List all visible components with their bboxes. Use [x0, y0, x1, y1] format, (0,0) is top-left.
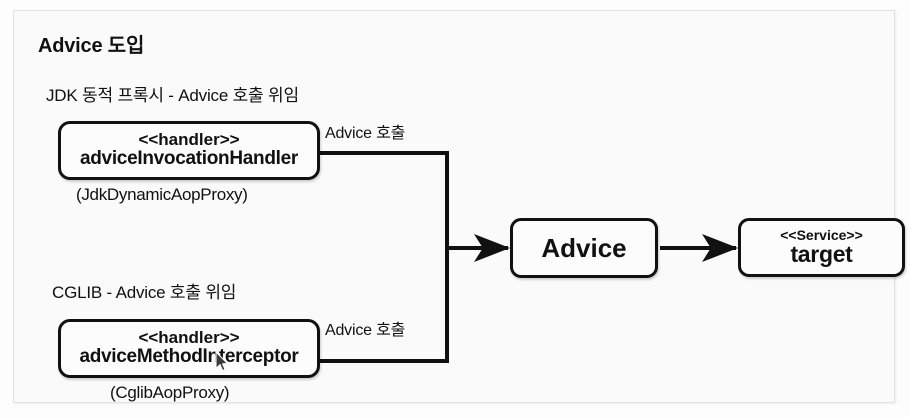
caption-jdk-dynamic-aop-proxy: (JdkDynamicAopProxy) — [76, 185, 248, 204]
node-stereotype: <<handler>> — [138, 130, 240, 150]
section-label-jdk: JDK 동적 프록시 - Advice 호출 위임 — [46, 86, 299, 105]
section-label-cglib: CGLIB - Advice 호출 위임 — [52, 283, 237, 302]
node-advice[interactable]: Advice — [510, 218, 658, 278]
slide-frame: Advice 도입 JDK 동적 프록시 - Advice 호출 위임 CGLI… — [13, 10, 905, 403]
node-stereotype: <<Service>> — [780, 226, 863, 243]
node-advice-method-interceptor[interactable]: <<handler>> adviceMethodInterceptor — [58, 319, 320, 378]
caption-cglib-aop-proxy: (CglibAopProxy) — [110, 383, 230, 402]
node-label: adviceInvocationHandler — [79, 147, 298, 169]
page-title: Advice 도입 — [38, 35, 145, 57]
node-target[interactable]: <<Service>> target — [738, 218, 905, 277]
node-stereotype: <<handler>> — [138, 328, 240, 348]
edge-label-cglib-to-advice: Advice 호출 — [325, 322, 406, 339]
node-label: Advice — [541, 232, 627, 263]
node-label: adviceMethodInterceptor — [79, 345, 299, 367]
node-advice-invocation-handler[interactable]: <<handler>> adviceInvocationHandler — [58, 121, 320, 180]
node-label: target — [790, 241, 853, 268]
mouse-cursor-icon — [215, 351, 229, 372]
edge-label-jdk-to-advice: Advice 호출 — [325, 125, 406, 142]
